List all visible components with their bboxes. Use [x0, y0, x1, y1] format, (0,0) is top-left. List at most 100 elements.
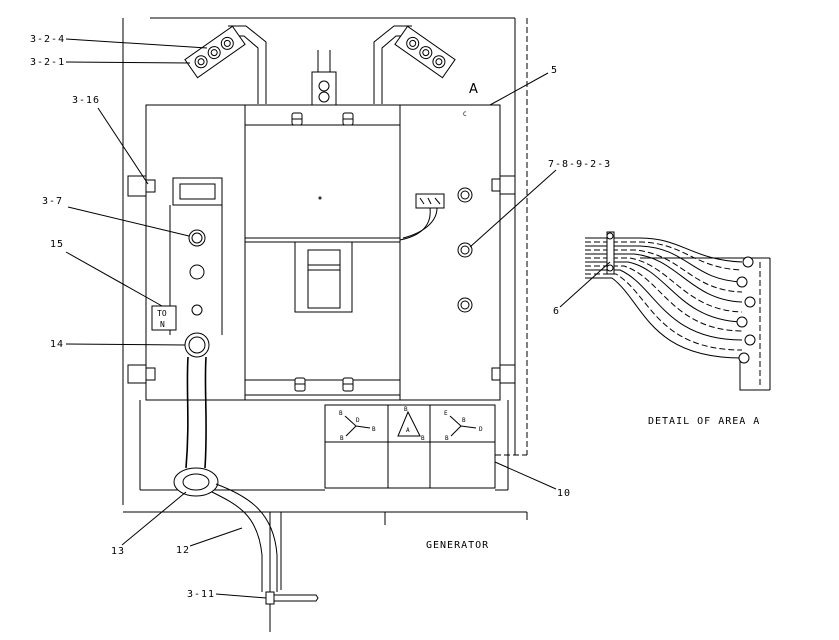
right-terminal-block [394, 25, 456, 79]
detail-wire-hidden [585, 257, 743, 313]
conduit-ring-inner [182, 473, 210, 491]
right-bracket-outer [373, 25, 412, 104]
cover-fastener-inner [460, 245, 470, 255]
terminal-lug [738, 352, 750, 364]
leader-lines [65, 38, 611, 599]
cover-fastener [457, 297, 473, 313]
connection-diagram-1: B D B B [339, 410, 376, 442]
cable-outer [211, 491, 263, 592]
control-button [191, 304, 203, 316]
connection-diagram-2: B A B [397, 406, 425, 442]
left-cable-bracket [228, 25, 267, 104]
center-terminal-bolt [318, 80, 330, 92]
detail-caption: DETAIL OF AREA A [648, 416, 760, 427]
leader-3-2-1 [65, 61, 191, 64]
mount-bracket-right-upper [499, 175, 516, 195]
connection-diagram-3: E B D B [444, 410, 483, 442]
mount-bracket-right-lower [499, 364, 516, 384]
terminal-lug [742, 256, 754, 268]
mount-bracket-left-upper [127, 175, 147, 197]
detail-wire-hidden [585, 265, 743, 332]
terminal-lug [744, 334, 756, 346]
terminal-bolt [220, 36, 234, 50]
callout-3-11: 3-11 [187, 589, 215, 600]
terminal-bolt [406, 36, 420, 50]
wire-lead [402, 207, 438, 239]
diagram-letter: D [356, 417, 360, 424]
mounting-bolt-rod [274, 594, 319, 602]
mount-nut [145, 179, 156, 193]
indicator-lamp-lens [191, 232, 203, 244]
detail-wire [585, 245, 743, 283]
diagram-lines [397, 410, 421, 437]
detail-wire [585, 261, 743, 323]
terminal-bolt [194, 55, 208, 69]
callout-3-16: 3-16 [72, 95, 100, 106]
breaker-bottom-line [245, 379, 400, 396]
terminal-nut [422, 49, 430, 57]
connection-box-outline [324, 404, 496, 489]
breaker-bottom-bolts [294, 377, 354, 392]
panel-cover: C [457, 111, 473, 313]
terminal-bolt [419, 46, 433, 60]
indicator-lamp [188, 229, 206, 247]
detail-wire [585, 269, 743, 341]
cover-fastener-inner [460, 300, 470, 310]
detail-area-a [585, 231, 771, 391]
diagram-letter: B [340, 435, 344, 442]
callout-6: 6 [553, 306, 560, 317]
leader-13 [121, 491, 187, 546]
terminal-nut [210, 49, 218, 57]
breaker-top-bolts [291, 112, 354, 126]
callout-13: 13 [111, 546, 125, 557]
mount-nut [145, 367, 156, 381]
clamp-bolt [606, 264, 614, 272]
switch-handle [172, 177, 223, 206]
connection-box-divider [325, 405, 495, 488]
control-panel: TO N C [145, 104, 501, 401]
center-terminal-bolt [318, 91, 330, 103]
conduit-ring [173, 467, 219, 497]
clamp-bolt [606, 232, 614, 240]
breaker-center-mark [318, 196, 322, 200]
mount-nut [491, 178, 501, 192]
detail-wire [585, 253, 743, 303]
leader-3-11 [215, 593, 267, 599]
cover-fastener [457, 187, 473, 203]
diagram-letter: B [404, 406, 408, 413]
terminal-lug [736, 276, 748, 288]
detail-cable-clamp [606, 231, 615, 275]
callout-12: 12 [176, 545, 190, 556]
diagram-letter: B [445, 435, 449, 442]
right-cable-bracket [373, 25, 412, 104]
callout-3-2-4: 3-2-4 [30, 34, 65, 45]
leader-3-16 [97, 107, 149, 185]
center-terminal-leads [317, 50, 331, 72]
breaker-window [294, 241, 353, 313]
switch-label-line2: N [160, 320, 165, 329]
clamp-strap [606, 231, 615, 275]
terminal-nut [435, 58, 443, 66]
detail-cable-bundle [585, 237, 743, 359]
diagram-letter: B [372, 426, 376, 433]
mounting-bolt-head [265, 591, 275, 605]
callout-3-7: 3-7 [42, 196, 63, 207]
diagram-letter: D [479, 426, 483, 433]
connection-diagram-box: B D B B B A B E B D B [324, 404, 496, 489]
diagram-lines [344, 415, 371, 437]
diagram-letter: B [462, 417, 466, 424]
breaker-window-inner [307, 249, 341, 309]
conduit-left-wall [185, 356, 189, 469]
breaker-window-bar [308, 264, 340, 271]
diagram-letter: E [444, 410, 448, 417]
switch-label-line1: TO [157, 309, 167, 318]
cover-fastener [457, 242, 473, 258]
terminal-bolt [207, 46, 221, 60]
leader-3-2-4 [65, 38, 208, 49]
terminal-nut [409, 39, 417, 47]
leader-3-7 [67, 206, 190, 237]
callout-7-8-9-2-3: 7-8-9-2-3 [548, 159, 611, 170]
terminal-lug [736, 316, 748, 328]
switch-column: TO N [151, 177, 223, 358]
